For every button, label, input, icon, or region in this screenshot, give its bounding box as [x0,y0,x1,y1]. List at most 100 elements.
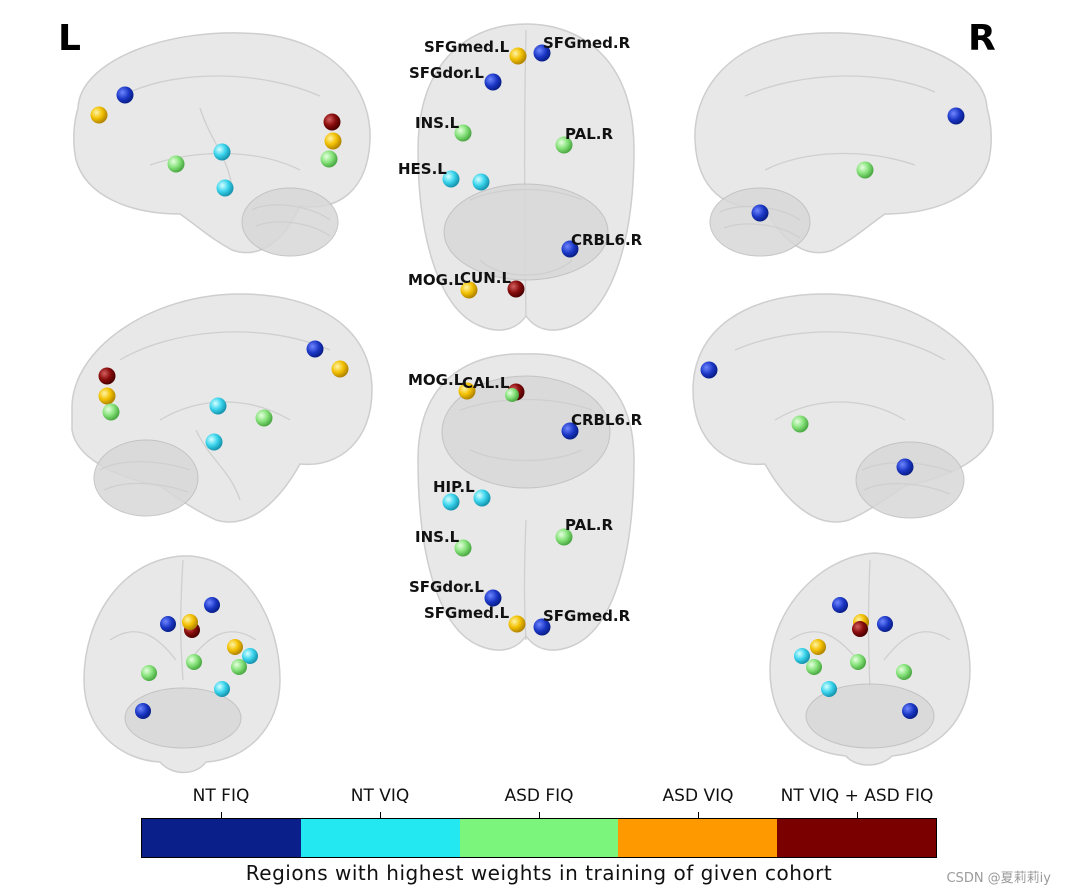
node [877,616,893,632]
tick-mark [539,812,540,818]
node [167,155,185,173]
label-sfgdor-l: SFGdor.L [409,64,484,82]
node [323,113,341,131]
nodes-right-lateral [751,107,965,222]
brain-axial-top-view [417,23,635,331]
node [216,179,234,197]
node-sfgdor-l [484,589,502,607]
brain-left-coronal-view [83,555,281,774]
colorbar-tick-labels: NT FIQ NT VIQ ASD FIQ ASD VIQ NT VIQ + A… [141,784,937,808]
label-crbl6-r: CRBL6.R [571,231,643,249]
node [896,664,912,680]
tick-mark [380,812,381,818]
node [947,107,965,125]
nodes-left-coronal [135,597,258,719]
tick-mark [857,812,858,818]
node-ins-l [454,539,472,557]
label-mog-l: MOG.L [408,371,464,389]
node-mog-l [460,281,478,299]
colorbar-segment-asd-viq [618,819,778,857]
node [214,681,230,697]
label-pal-r: PAL.R [565,516,613,534]
node [213,143,231,161]
node [331,360,349,378]
label-sfgmed-l: SFGmed.L [424,604,510,622]
brain-axial-bottom-view [417,353,635,651]
node [850,654,866,670]
node [186,654,202,670]
label-sfgmed-r: SFGmed.R [543,34,631,52]
tick-mark [698,812,699,818]
node [141,665,157,681]
node [751,204,769,222]
label-ins-l: INS.L [415,528,460,546]
colorbar-segment-nt-fiq [142,819,301,857]
left-hemisphere-label: L [58,18,81,59]
tick-mark [221,812,222,818]
node [856,161,874,179]
node [320,150,338,168]
tick-label-nt-fiq: NT FIQ [192,786,250,806]
nodes-left-medial [98,340,349,451]
node-sfgmed-r [533,44,551,62]
tick-label-asd-viq: ASD VIQ [662,786,734,806]
tick-label-asd-fiq: ASD FIQ [504,786,574,806]
node [209,397,227,415]
nodes-axial-top [442,44,579,299]
colorbar [141,818,937,858]
node-sfgdor-l [484,73,502,91]
node [205,433,223,451]
label-ins-l: INS.L [415,114,460,132]
label-sfgdor-l: SFGdor.L [409,578,484,596]
node [255,409,273,427]
node [810,639,826,655]
colorbar-segment-nt-viq-asd-fiq [777,819,936,857]
node [821,681,837,697]
node [700,361,718,379]
tick-label-nt-viq-asd-fiq: NT VIQ + ASD FIQ [780,786,934,806]
node [98,367,116,385]
colorbar-legend: NT FIQ NT VIQ ASD FIQ ASD VIQ NT VIQ + A… [141,784,937,885]
label-crbl6-r: CRBL6.R [571,411,643,429]
node [227,639,243,655]
node-cal-l-2 [505,388,519,402]
label-sfgmed-r: SFGmed.R [543,607,631,625]
node-pal-r [555,136,573,154]
node [231,659,247,675]
nodes-right-coronal [794,597,918,719]
node [160,616,176,632]
colorbar-caption: Regions with highest weights in training… [245,861,833,885]
node [324,132,342,150]
nodes-right-medial [700,361,914,476]
colorbar-segment-nt-viq [300,819,460,857]
node-sfgmed-r [533,618,551,636]
right-hemisphere-label: R [968,18,996,59]
node [806,659,822,675]
node [794,648,810,664]
node-ins-l [454,124,472,142]
node [135,703,151,719]
node-hes-l [442,170,460,188]
node-mog-l [458,382,476,400]
node [90,106,108,124]
node-pal-r [555,528,573,546]
label-sfgmed-l: SFGmed.L [424,38,510,56]
labels-axial-bottom: MOG.L CAL.L CRBL6.R HIP.L PAL.R INS.L SF… [408,371,643,625]
tick-label-nt-viq: NT VIQ [350,786,410,806]
node-sfgmed-l [508,615,526,633]
brain-right-coronal-view [769,552,971,766]
node-crbl6-r [561,422,579,440]
node [306,340,324,358]
node [852,621,868,637]
node-hes-l-2 [472,173,490,191]
brain-right-medial-view [692,293,994,523]
node [204,597,220,613]
node [902,703,918,719]
nodes-left-lateral [90,86,342,197]
node [116,86,134,104]
label-cal-l: CAL.L [462,374,510,392]
node-sfgmed-l [509,47,527,65]
label-hes-l: HES.L [398,160,447,178]
node-cun-l [507,280,525,298]
